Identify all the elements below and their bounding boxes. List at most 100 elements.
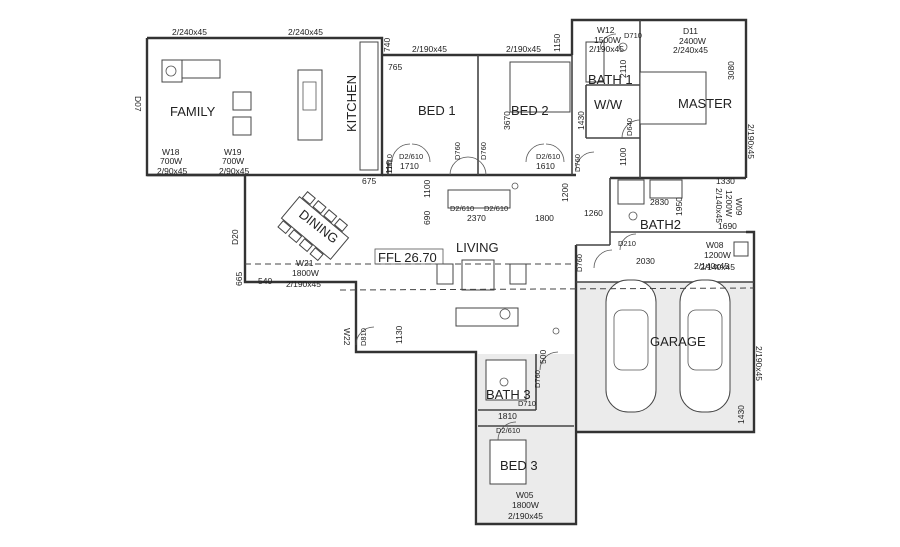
win-d11-size: 2400W xyxy=(679,36,706,46)
win-w19: W19 xyxy=(224,147,242,157)
ffl-box xyxy=(374,248,444,265)
dim-500: 500 xyxy=(538,350,548,364)
dim-1100b: 1100 xyxy=(422,179,432,198)
door-bed1: D2/610 xyxy=(399,152,423,161)
dim-1260: 1260 xyxy=(584,208,603,218)
win-d20: D20 xyxy=(230,229,240,245)
family-furniture xyxy=(161,41,379,171)
win-bed2-top: 2/190x45 xyxy=(506,44,541,54)
door-d810: D810 xyxy=(359,328,368,346)
win-d11: D11 xyxy=(683,26,698,36)
dim-1690: 1690 xyxy=(718,221,737,231)
dim-675: 675 xyxy=(362,176,376,186)
dim-1330: 1330 xyxy=(716,176,735,186)
outer-walls xyxy=(145,18,756,526)
dim-690: 690 xyxy=(422,211,432,225)
dim-1430a: 1430 xyxy=(576,111,586,130)
door-d760-3: D760 xyxy=(573,154,582,172)
dim-1430b: 1430 xyxy=(736,405,746,424)
room-ww: W/W xyxy=(594,97,623,112)
room-bath2: BATH2 xyxy=(640,217,681,232)
win-w18-size: 700W xyxy=(160,156,182,166)
win-garage-top: 2/140x45 xyxy=(700,262,735,272)
room-family: FAMILY xyxy=(170,104,216,119)
win-w19-spec: 2/90x45 xyxy=(219,166,250,176)
room-master: MASTER xyxy=(678,96,732,111)
win-master-right: 2/190x45 xyxy=(746,124,756,159)
win-bed1-top: 2/190x45 xyxy=(412,44,447,54)
win-w22: W22 xyxy=(342,328,352,346)
door-living-cup2: D2/610 xyxy=(484,204,508,213)
markers xyxy=(499,42,638,387)
door-d710-bath3: D710 xyxy=(518,399,536,408)
door-d640: D640 xyxy=(625,118,634,136)
dim-2830: 2830 xyxy=(650,197,669,207)
win-w05-size: 1800W xyxy=(512,500,539,510)
room-bath3: BATH 3 xyxy=(486,387,531,402)
dim-1710: 1710 xyxy=(400,161,419,171)
win-w18-spec: 2/90x45 xyxy=(157,166,188,176)
win-w05-spec: 2/190x45 xyxy=(508,511,543,521)
win-w08: W08 xyxy=(706,240,724,250)
dim-1130: 1130 xyxy=(394,325,404,344)
room-bed1: BED 1 xyxy=(418,103,456,118)
win-w19-size: 700W xyxy=(222,156,244,166)
interior-walls xyxy=(387,20,754,427)
win-top-left: 2/240x45 xyxy=(172,27,207,37)
dim-1200: 1200 xyxy=(560,183,570,202)
dim-765: 765 xyxy=(388,62,402,72)
door-d760-1: D760 xyxy=(453,142,462,160)
win-w12-size: 1500W xyxy=(594,35,621,45)
win-w12: W12 xyxy=(597,25,615,35)
garage-cars xyxy=(605,279,731,413)
dim-2030: 2030 xyxy=(636,256,655,266)
room-living: LIVING xyxy=(456,240,499,255)
door-d760-4: D760 xyxy=(575,254,584,272)
win-w21-spec: 2/190x45 xyxy=(286,279,321,289)
door-d710-bath1: D710 xyxy=(624,31,642,40)
win-w08-spec: 2/140x45 xyxy=(694,261,729,271)
room-bath1: BATH 1 xyxy=(588,72,633,87)
dim-2110: 2110 xyxy=(618,59,628,78)
dining-table xyxy=(277,191,350,262)
ffl-label: FFL 26.70 xyxy=(378,250,437,265)
dim-1800: 1800 xyxy=(535,213,554,223)
win-w05: W05 xyxy=(516,490,534,500)
dim-540: 540 xyxy=(258,276,272,286)
dim-110: 110 xyxy=(384,160,394,174)
door-d760-5: D760 xyxy=(533,370,542,388)
win-w18: W18 xyxy=(162,147,180,157)
door-bed3: D2/610 xyxy=(496,426,520,435)
win-w12-spec: 2/190x45 xyxy=(589,44,624,54)
door-d210: D210 xyxy=(618,239,636,248)
door-d760-2: D760 xyxy=(479,142,488,160)
room-kitchen: KITCHEN xyxy=(344,75,359,132)
win-garage-right: 2/190x45 xyxy=(754,346,764,381)
win-top-mid: 2/240x45 xyxy=(288,27,323,37)
dim-2370: 2370 xyxy=(467,213,486,223)
ceiling-line-2 xyxy=(339,287,755,291)
door-labels: D2/610 D2/610 D2/610 D2/610 D2/610 D710 … xyxy=(359,31,642,435)
win-w09: W09 xyxy=(734,198,744,216)
room-bed3: BED 3 xyxy=(500,458,538,473)
dim-740: 740 xyxy=(382,38,392,52)
dim-1950: 1950 xyxy=(674,197,684,216)
win-d11-spec: 2/240x45 xyxy=(673,45,708,55)
win-w08-size: 1200W xyxy=(704,250,731,260)
room-bed2: BED 2 xyxy=(511,103,549,118)
win-w21-size: 1800W xyxy=(292,268,319,278)
door-d610: D610 xyxy=(385,154,394,172)
win-d07: D07 xyxy=(133,96,143,112)
win-w09-size: 1200W xyxy=(724,190,734,217)
dimensions: 740 765 1150 2110 3080 1430 1100 3670 17… xyxy=(234,33,746,424)
dim-3080: 3080 xyxy=(726,61,736,80)
living-furniture xyxy=(436,189,527,327)
win-w21: W21 xyxy=(296,258,314,268)
win-w09-spec: 2/140x45 xyxy=(714,188,724,223)
dim-665: 665 xyxy=(234,272,244,286)
room-garage: GARAGE xyxy=(650,334,706,349)
dim-1610: 1610 xyxy=(536,161,555,171)
window-labels: 2/240x45 2/240x45 2/190x45 2/190x45 W12 … xyxy=(133,25,764,521)
door-living-cup1: D2/610 xyxy=(450,204,474,213)
